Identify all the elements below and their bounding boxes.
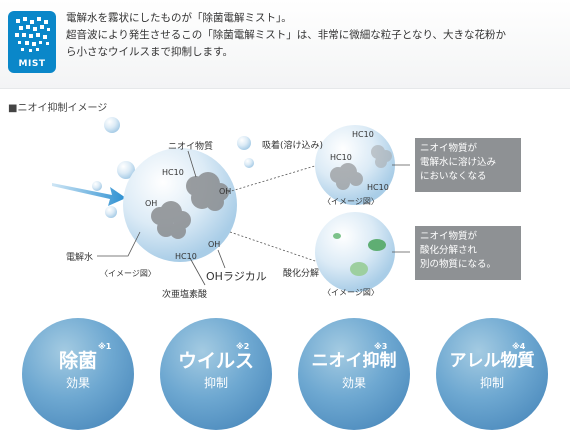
hc10-label: HC10 [367,183,389,192]
dashed-connector [229,231,319,263]
feature-sterilization: ※1 除菌 効果 [22,318,134,430]
decomposed-particle [333,233,341,239]
mist-label: MIST [18,59,46,69]
odor-cloud [371,145,392,168]
absorption-text-1: ニオイ物質が [420,143,478,154]
feature-subtitle: 抑制 [203,376,228,390]
odor-diagram [52,117,410,292]
feature-title: ニオイ抑制 [311,351,397,371]
intro-text: 電解水を霧状にしたものが「除菌電解ミスト」。 超音波により発生させるこの「除菌電… [66,10,562,61]
feature-title: 除菌 [58,350,97,372]
hc10-label: HC10 [352,130,374,139]
leader-line [189,257,206,286]
section-title: ■ニオイ抑制イメージ [8,103,108,114]
mist-particles-icon [15,17,50,52]
intro-line-1: 電解水を霧状にしたものが「除菌電解ミスト」。 [66,12,292,24]
hc10-label: HC10 [330,153,352,162]
leader-line [217,249,226,269]
mist-arrow [52,183,126,206]
odor-cloud [330,163,363,190]
oh-label: OH [219,187,232,196]
oh-radical-label: OHラジカル [206,270,267,283]
decomposed-particle [350,262,368,276]
small-bubble [117,161,135,179]
small-bubble [92,181,102,191]
oxidative-decomposition-label: 酸化分解 [283,269,320,279]
feature-title: アレル物質 [449,351,535,371]
decomposition-text-1: ニオイ物質が [420,231,478,242]
intro-line-3: ら小さなウイルスまで抑制します。 [66,46,233,58]
feature-virus-suppression: ※2 ウイルス 抑制 [160,318,272,430]
electrolyzed-water-label: 電解水 [66,253,94,263]
footnote-mark: ※4 [512,342,526,351]
hypochlorous-acid-label: 次亜塩素酸 [162,290,208,300]
absorption-label: 吸着(溶け込み) [262,141,324,151]
dashed-connector [227,164,319,193]
feature-allergen-suppression: ※4 アレル物質 抑制 [436,318,548,430]
leader-line [97,231,141,257]
odor-substance-label: ニオイ物質 [168,142,214,152]
feature-title: ウイルス [177,350,254,372]
odor-cloud [151,201,191,239]
oh-label: OH [145,199,158,208]
footnote-mark: ※3 [374,342,388,351]
small-bubble [105,206,117,218]
oh-label: OH [208,240,221,249]
footnote-mark: ※2 [236,342,250,351]
absorption-text-3: においなくなる [420,171,487,182]
feature-odor-suppression: ※3 ニオイ抑制 効果 [298,318,410,430]
absorption-droplet [315,125,395,205]
image-note: 〈イメージ図〉 [100,269,156,278]
decomposition-text-3: 別の物質になる。 [420,259,497,270]
mist-icon: MIST [8,11,56,73]
small-bubble [244,158,254,168]
feature-subtitle: 抑制 [479,376,504,390]
feature-subtitle: 効果 [65,376,90,390]
absorption-text-2: 電解水に溶け込み [420,157,497,168]
small-bubble [104,117,120,133]
leader-line [187,150,197,178]
absorption-explanation: ニオイ物質が 電解水に溶け込み においなくなる [415,138,521,192]
intro-line-2: 超音波により発生させるこの「除菌電解ミスト」は、非常に微細な粒子となり、大きな花… [66,29,507,41]
decomposed-particle [368,239,386,251]
small-bubble [237,136,251,150]
image-note: 〈イメージ図〉 [323,197,379,206]
odor-cloud [186,172,229,211]
footnote-mark: ※1 [98,342,112,351]
hc10-label: HC10 [162,168,184,177]
feature-subtitle: 効果 [341,376,366,390]
decomposition-text-2: 酸化分解され [420,245,478,256]
decomposition-explanation: ニオイ物質が 酸化分解され 別の物質になる。 [415,226,521,280]
header-banner: MIST 電解水を霧状にしたものが「除菌電解ミスト」。 超音波により発生させるこ… [0,0,570,89]
hc10-label: HC10 [175,252,197,261]
decomposition-droplet [315,212,395,292]
image-note: 〈イメージ図〉 [323,288,379,297]
